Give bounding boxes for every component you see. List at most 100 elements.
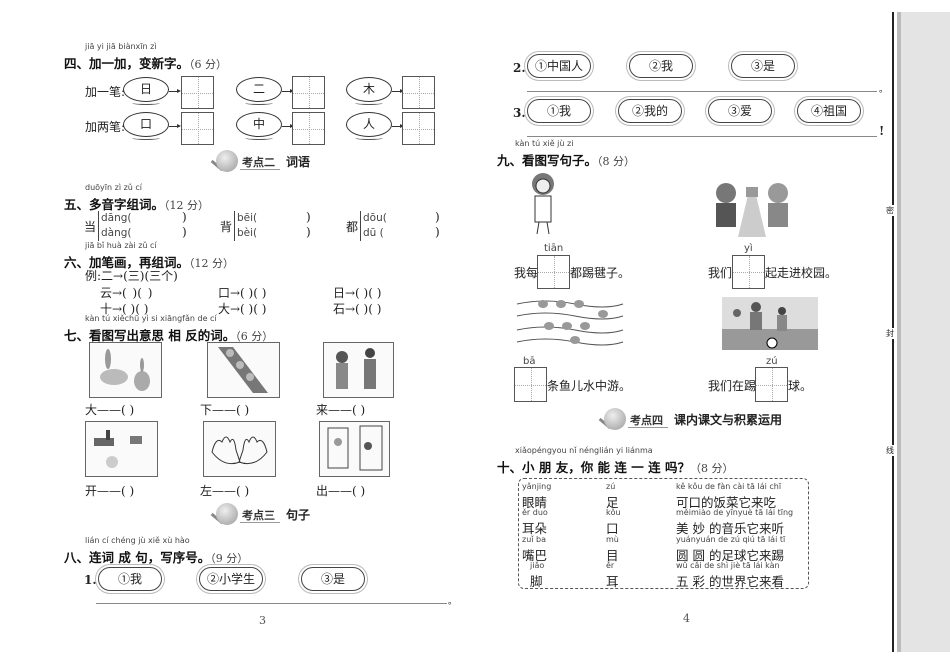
- line-end: 。: [448, 597, 458, 607]
- sentence-post: 球。: [788, 379, 813, 393]
- match-item[interactable]: 脚: [530, 574, 543, 589]
- sentence-pre: 我每: [514, 266, 539, 280]
- q8-title: 八、连词 成 句，写序号。: [64, 550, 211, 565]
- badge-name: 句子: [286, 508, 311, 522]
- poly-readings: dōu(dū (: [360, 211, 387, 241]
- word-cloud: ②我的: [618, 99, 682, 123]
- margin-label: 线: [886, 445, 894, 456]
- answer-box[interactable]: [537, 255, 570, 289]
- match-item[interactable]: 美 妙 的音乐它来听: [676, 521, 784, 536]
- word-cloud: ③是: [301, 567, 365, 591]
- match-item[interactable]: 耳: [606, 574, 619, 589]
- q10-heading: 十、小 朋 友，你 能 连 一 连 吗？（8 分）: [497, 457, 733, 476]
- match-pinyin: ěr duo: [522, 508, 548, 517]
- answer-box[interactable]: [755, 367, 788, 402]
- answer-line[interactable]: [527, 91, 877, 92]
- match-item[interactable]: 圆 圆 的足球它来踢: [676, 548, 784, 563]
- q6-points: （12 分）: [189, 257, 235, 270]
- q6-item[interactable]: 口→( )( ): [218, 286, 267, 300]
- q5-points: （12 分）: [164, 199, 210, 212]
- q8-points: （9 分）: [210, 552, 249, 565]
- match-item[interactable]: 耳朵: [522, 521, 548, 536]
- q6-item[interactable]: 日→( )( ): [333, 286, 382, 300]
- match-pinyin: yǎnjing: [522, 482, 552, 491]
- word-cloud: ①中国人: [527, 54, 591, 78]
- answer-box[interactable]: [514, 367, 547, 402]
- q6-item[interactable]: 十→( )( ): [100, 302, 149, 316]
- answer-box[interactable]: [292, 112, 325, 145]
- poly-char: 都: [346, 220, 359, 234]
- match-item[interactable]: 足: [606, 495, 619, 510]
- antonym-item[interactable]: 大——( ): [85, 403, 135, 417]
- q6-item[interactable]: 石→( )( ): [333, 302, 382, 316]
- section-badge-2: 考点二 词语: [210, 150, 350, 176]
- answer-box[interactable]: [292, 76, 325, 109]
- smiley-icon: [216, 503, 238, 525]
- answer-line[interactable]: [527, 136, 877, 137]
- match-item[interactable]: 可口的饭菜它来吃: [676, 495, 777, 510]
- sentence-number: 1.: [84, 573, 97, 587]
- section-badge-4: 考点四 课内课文与积累运用: [598, 408, 818, 434]
- match-item[interactable]: 目: [606, 548, 619, 563]
- match-pinyin: zuǐ ba: [522, 535, 547, 544]
- match-item[interactable]: 眼睛: [522, 495, 548, 510]
- word-cloud: ①我: [527, 99, 591, 123]
- char-bubble: 中: [236, 112, 282, 140]
- line-end: 。: [879, 85, 889, 95]
- char-bubble: 二: [236, 77, 282, 105]
- badge-kaodian: 考点三: [242, 509, 275, 522]
- match-item[interactable]: 五 彩 的世界它来看: [676, 574, 784, 589]
- word-cloud: ④祖国: [797, 99, 861, 123]
- answer-box[interactable]: [181, 112, 214, 145]
- row2-label: 加两笔:: [85, 120, 126, 134]
- antonym-item[interactable]: 左——( ): [200, 484, 250, 498]
- badge-kaodian: 考点四: [630, 414, 663, 427]
- smiley-icon: [604, 408, 626, 430]
- q9-title: 九、看图写句子。: [497, 153, 598, 168]
- answer-box[interactable]: [402, 112, 435, 145]
- word-cloud: ②我: [629, 54, 693, 78]
- answer-box[interactable]: [732, 255, 765, 289]
- arrow-icon: [282, 89, 294, 93]
- q10-points: （8 分）: [689, 462, 734, 475]
- word-cloud: ①我: [98, 567, 162, 591]
- q6-item[interactable]: 云→( )( ): [100, 286, 153, 300]
- poly-char: 当: [84, 220, 97, 234]
- answer-line[interactable]: [96, 603, 447, 604]
- girl-shuttlecock-image: [515, 170, 571, 236]
- antonym-item[interactable]: 开——( ): [85, 484, 135, 498]
- match-pinyin: wǔ cǎi de shì jiè tā lái kàn: [676, 561, 780, 570]
- q9-heading: 九、看图写句子。（8 分）: [497, 150, 635, 169]
- answer-box[interactable]: [181, 76, 214, 109]
- door-image: [319, 421, 390, 477]
- faucet-image: [85, 421, 158, 477]
- section-badge-3: 考点三 句子: [210, 503, 350, 529]
- match-pinyin: kě kǒu de fàn cài tā lái chī: [676, 482, 782, 491]
- answer-box[interactable]: [402, 76, 435, 109]
- line-end: !: [879, 124, 885, 138]
- antonym-item[interactable]: 出——( ): [316, 484, 366, 498]
- antonym-item[interactable]: 来——( ): [316, 403, 366, 417]
- pinyin-hint: bā: [523, 356, 536, 367]
- q4-title: 四、加一加，变新字。: [64, 56, 190, 71]
- match-pinyin: zú: [606, 482, 616, 491]
- q6-example: 例:二→(三)(三个): [85, 269, 178, 283]
- q6-item[interactable]: 大→( )( ): [218, 302, 267, 316]
- badge-name: 词语: [286, 155, 311, 169]
- match-item[interactable]: 口: [606, 521, 619, 536]
- margin-label: 密: [886, 205, 894, 216]
- rabbits-image: [89, 342, 162, 398]
- sentence-number: 2.: [513, 61, 526, 75]
- smiley-icon: [216, 150, 238, 172]
- sentence-post: 起走进校园。: [765, 266, 838, 280]
- sentence-post: 都踢毽子。: [570, 266, 631, 280]
- arrow-icon: [392, 124, 404, 128]
- q7-heading: 七、看图写出意思 相 反的词。（6 分）: [64, 325, 273, 344]
- word-cloud: ③爱: [708, 99, 772, 123]
- sentence-post: 条鱼儿水中游。: [547, 379, 632, 393]
- antonym-item[interactable]: 下——( ): [200, 403, 250, 417]
- char-bubble: 人: [346, 112, 392, 140]
- escalator-image: [207, 342, 280, 398]
- fish-image: [515, 292, 625, 350]
- match-item[interactable]: 嘴巴: [522, 548, 548, 563]
